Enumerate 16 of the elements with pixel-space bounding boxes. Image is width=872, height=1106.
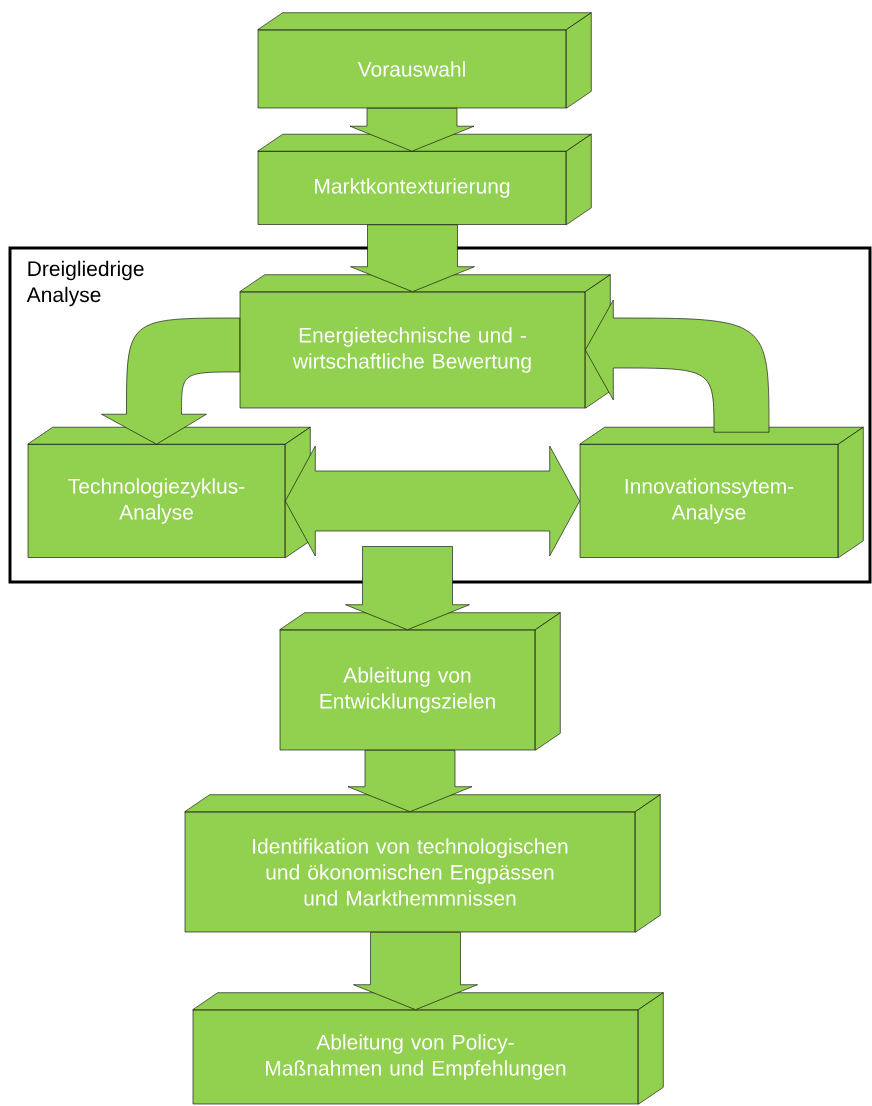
process-box: Energietechnische und - wirtschaftliche Bewertung [239,274,611,409]
curved-arrow [585,299,770,433]
block-arrow [345,546,470,630]
double-arrow [285,445,580,557]
curved-arrow [101,317,240,445]
block-arrow [350,224,475,292]
block-arrow [349,108,475,152]
process-box: Innovationssytem- Analyse [579,426,864,559]
process-box: Vorauswahl [257,12,592,109]
process-box: Identifikation von technologischen und ökonomischen Engpässen und Markthemmnissen [184,794,661,933]
block-arrow [353,932,478,1010]
block-arrow [347,750,473,812]
process-box: Ableitung von Policy-Maßnahmen und Empfehlungen [192,992,664,1105]
process-box: Marktkontexturierung [257,133,592,226]
process-box: Technologiezyklus- Analyse [27,426,311,559]
process-box: Ableitung von Entwicklungszielen [279,612,561,751]
